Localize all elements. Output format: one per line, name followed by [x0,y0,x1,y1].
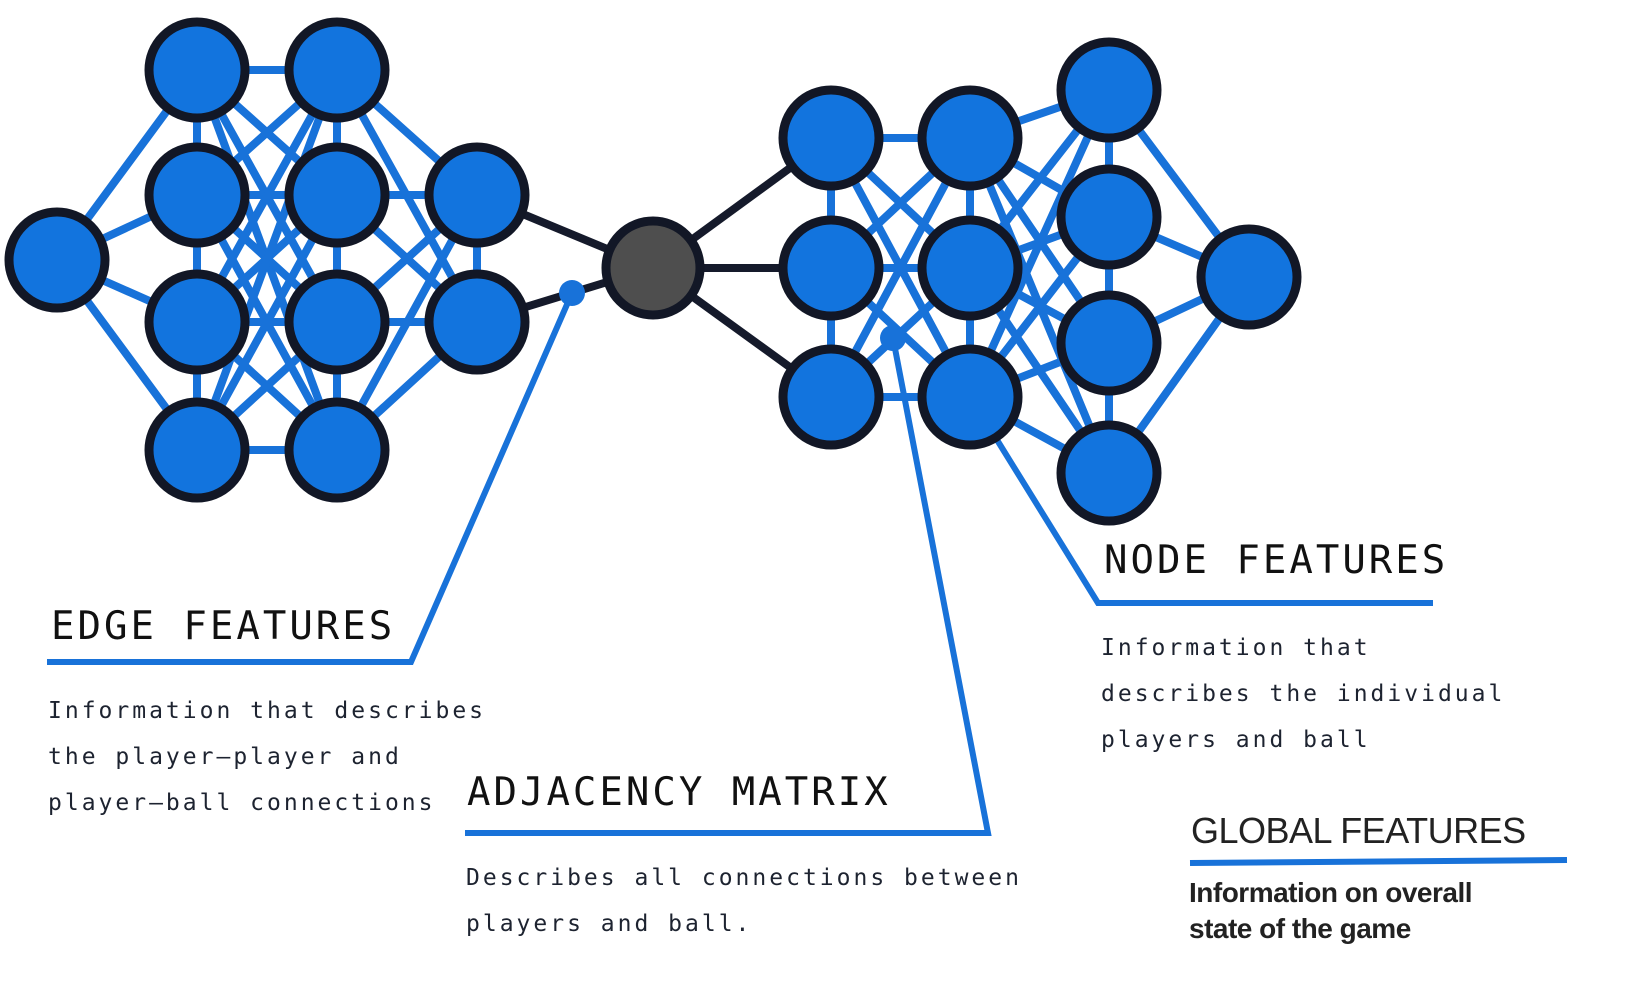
global-features-description: Information on overall state of the game [1189,875,1473,947]
adjacency-matrix-leader-line [465,337,992,836]
graph-node-R4 [1196,224,1302,330]
node-features-leader-line [991,433,1433,606]
edge-features-line-1: Information that describes [48,698,487,724]
edge-features-title: EDGE FEATURES [51,604,396,649]
graph-node-L2a [284,17,390,123]
callout-leader-lines [47,280,1568,866]
adjacency-matrix-line-1: Describes all connections between [466,865,1022,891]
graph-node-L2d [284,397,390,503]
graph-node-R3a [1056,37,1162,143]
graph-node-R1b [778,215,884,321]
graph-node-L3a [424,142,530,248]
graph-node-L2c [284,269,390,375]
global-features-line-1: Information on overall [1189,877,1473,908]
global-features-line-2: state of the game [1189,913,1411,944]
graph-node-R3d [1056,420,1162,526]
graph-node-L0 [4,207,110,313]
graph-node-L3b [424,269,530,375]
adjacency-matrix-line-2: players and ball. [466,911,753,937]
node-features-line-1: Information that [1101,635,1371,661]
edge-features-line-3: player–ball connections [48,790,436,816]
graph-node-L1d [144,397,250,503]
graph-node-R2c [917,344,1023,450]
graph-node-R2b [917,215,1023,321]
graph-edge-L1d-L2a [193,66,341,454]
graph-node-L2b [284,142,390,248]
edge-features-leader-line [47,291,575,665]
global-features-underline [1189,857,1568,866]
node-features-line-2: describes the individual [1101,681,1506,707]
edge-features-description: Information that describes the player–pl… [48,688,486,826]
graph-node-R1a [778,85,884,191]
graph-node-R3b [1056,164,1162,270]
graph-node-L1c [144,269,250,375]
graph-nodes [4,17,1302,526]
graph-node-L1b [144,142,250,248]
adjacency-matrix-title: ADJACENCY MATRIX [467,770,891,815]
graph-edge-R2c-R3a [966,86,1113,401]
adjacency-matrix-leader-dot [880,325,906,351]
node-features-line-3: players and ball [1101,727,1371,753]
graph-node-R1c [778,344,884,450]
graph-node-R3c [1056,290,1162,396]
graph-node-L1a [144,17,250,123]
global-features-title: GLOBAL FEATURES [1191,810,1526,851]
node-features-description: Information that describes the individua… [1101,625,1505,763]
edge-features-leader-dot [559,280,585,306]
ball-hub-node [601,216,705,320]
adjacency-matrix-description: Describes all connections between player… [466,855,1022,947]
node-features-title: NODE FEATURES [1104,538,1449,583]
edge-features-line-2: the player–player and [48,744,402,770]
graph-node-R2a [917,85,1023,191]
